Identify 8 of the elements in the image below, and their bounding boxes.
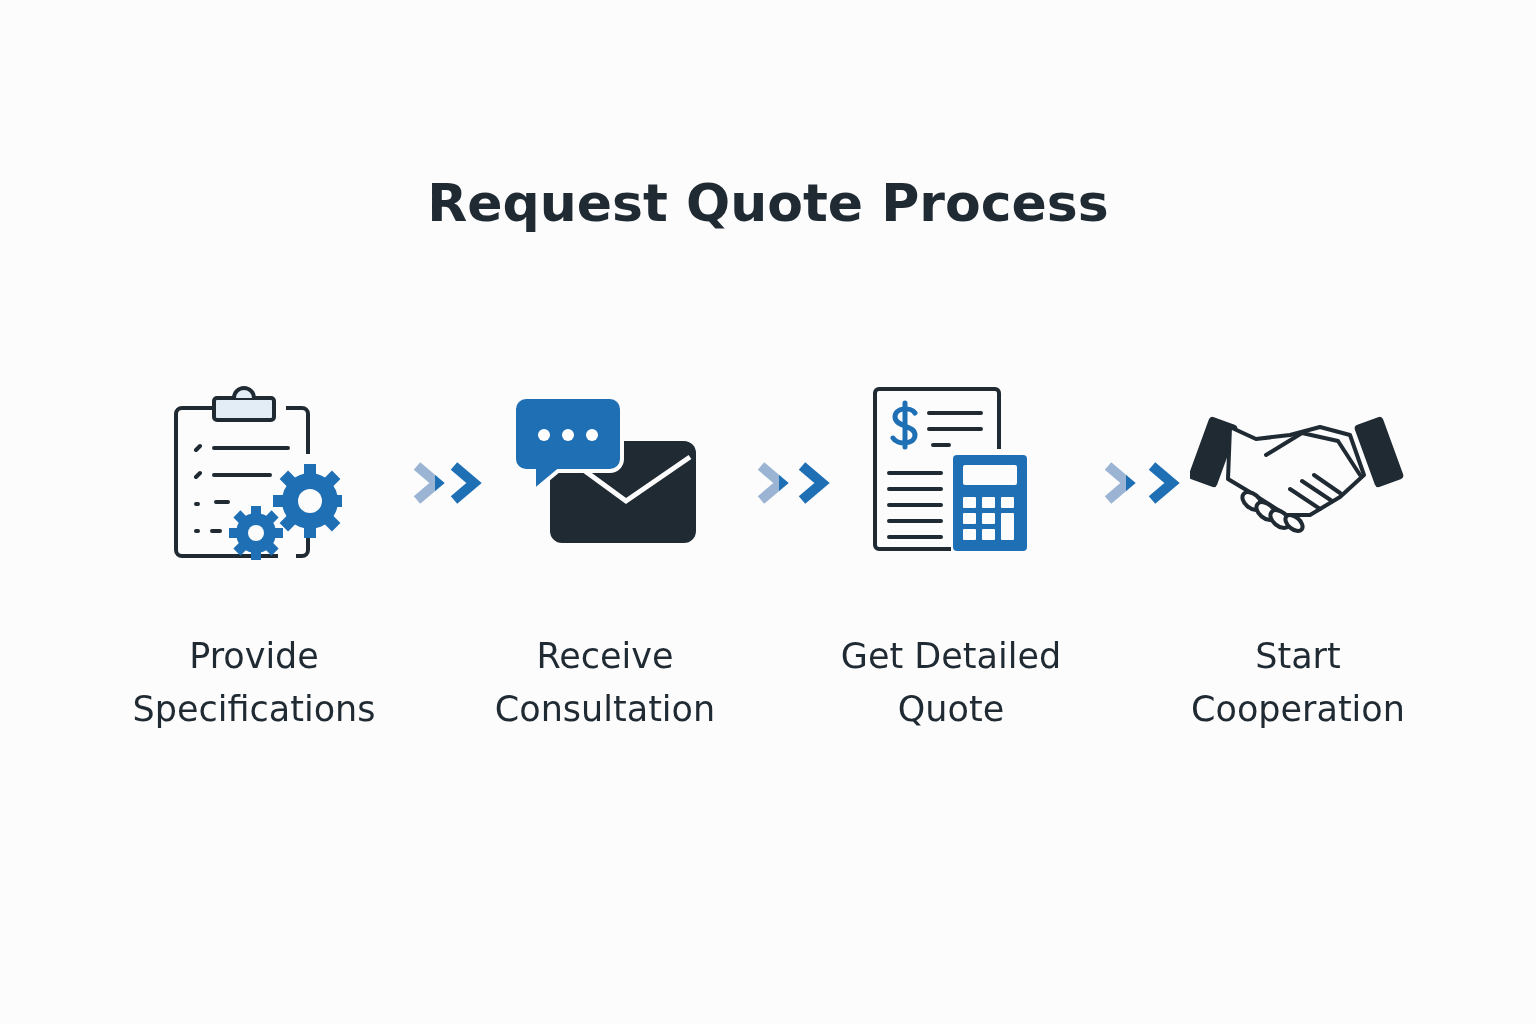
step-label: Get Detailed Quote: [839, 635, 1063, 731]
chevron-arrow: [1103, 461, 1180, 505]
step-label: Start Cooperation: [1190, 635, 1406, 731]
chevron-arrow: [756, 461, 830, 505]
step-label: Receive Consultation: [493, 635, 717, 731]
step-label: Provide Specifications: [131, 635, 377, 731]
diagram-title: Request Quote Process: [427, 172, 1109, 235]
chevron-arrow: [412, 461, 482, 505]
